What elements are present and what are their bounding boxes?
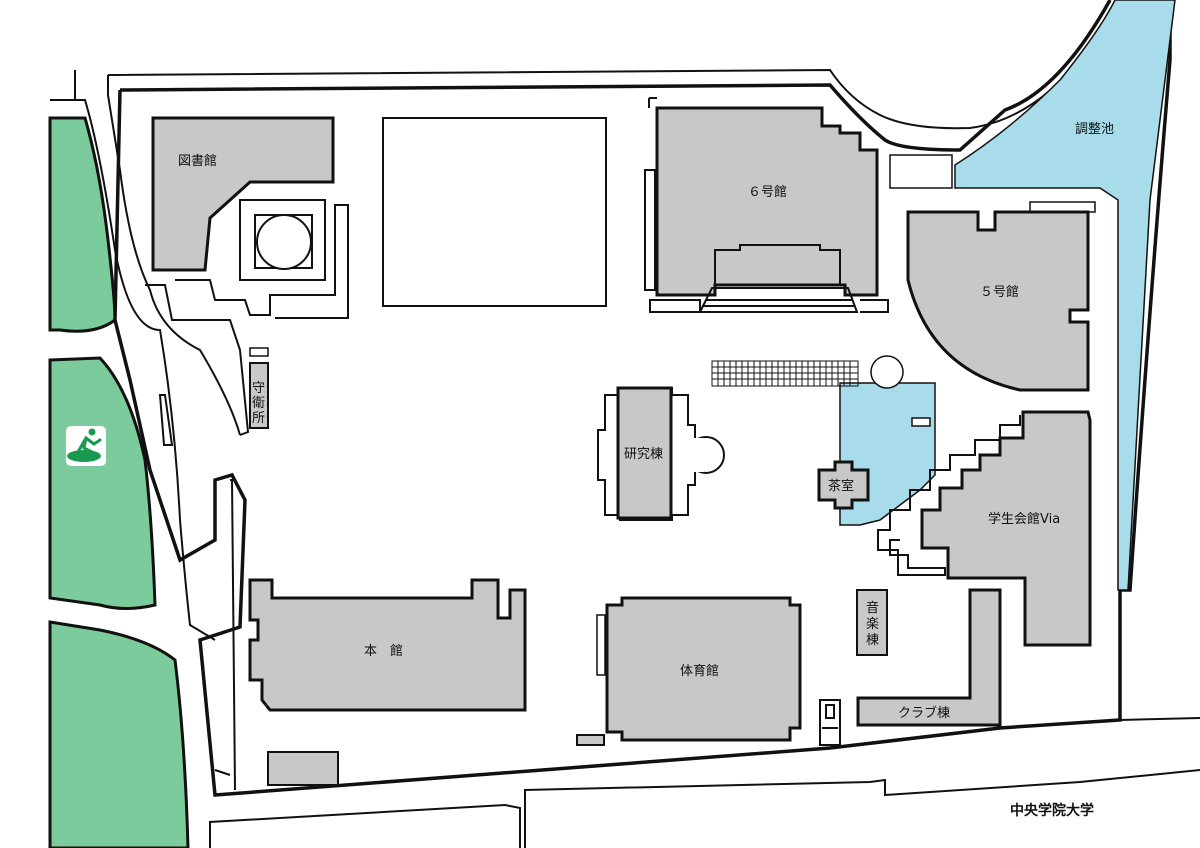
library-rotunda [256,214,312,270]
sports-field [382,117,607,307]
campus-boundary [113,0,1172,797]
path-west [214,479,236,791]
guard-label: 守衛所 [252,381,265,426]
main-hall [248,578,527,712]
research-label: 研究棟 [624,447,663,462]
building-6-label: ６号館 [748,185,787,200]
pond-label: 調整池 [1075,122,1114,137]
emergency-exit-icon [66,426,106,466]
garden-pavilion [911,417,931,427]
tea-room-label: 茶室 [828,478,854,494]
student-hall-via [920,410,1092,647]
gym-side-panel [596,614,606,676]
building-5 [906,210,1090,392]
path-guard [145,284,250,436]
green-area-upper [48,116,117,333]
building-6-stage [714,244,841,286]
library-walkway [175,204,349,319]
guard-post-step [249,347,269,357]
tea-room [817,460,870,510]
building-6-terrace [644,97,889,313]
storage-building [267,751,339,786]
road-north [107,0,1121,130]
bike-shed [819,699,841,746]
building-6-steps [698,287,859,313]
road-west-outer [50,70,216,641]
music-label: 音楽棟 [866,600,879,648]
road-west-inner [107,75,241,436]
building-6 [655,106,879,297]
research-building [616,386,673,520]
research-rotunda-join [686,438,704,472]
pergola-grid [711,360,859,387]
road-southeast [1119,717,1200,721]
music-building [856,589,888,656]
campus-name: 中央学院大学 [1010,803,1094,819]
student-hall-stairs [877,415,1021,576]
main-hall-label: 本 館 [364,644,403,659]
garden-water [839,382,936,526]
utility-box-1 [889,154,953,189]
green-area-middle [48,356,157,610]
library-annex [239,199,326,281]
gymnasium [605,596,802,742]
club-building [856,588,1002,727]
building-5-label: ５号館 [980,285,1019,300]
green-area-lower [48,620,190,848]
road-side [158,394,174,446]
pond [954,0,1176,591]
library-building [151,116,335,272]
gym-label: 体育館 [680,663,719,679]
small-shed [576,734,605,746]
library-label: 図書館 [178,154,217,169]
club-label: クラブ棟 [898,705,950,721]
road-south [209,769,1200,848]
guard-post [249,362,269,429]
student-hall-label: 学生会館Via [988,511,1060,527]
garden-circle [870,355,904,389]
